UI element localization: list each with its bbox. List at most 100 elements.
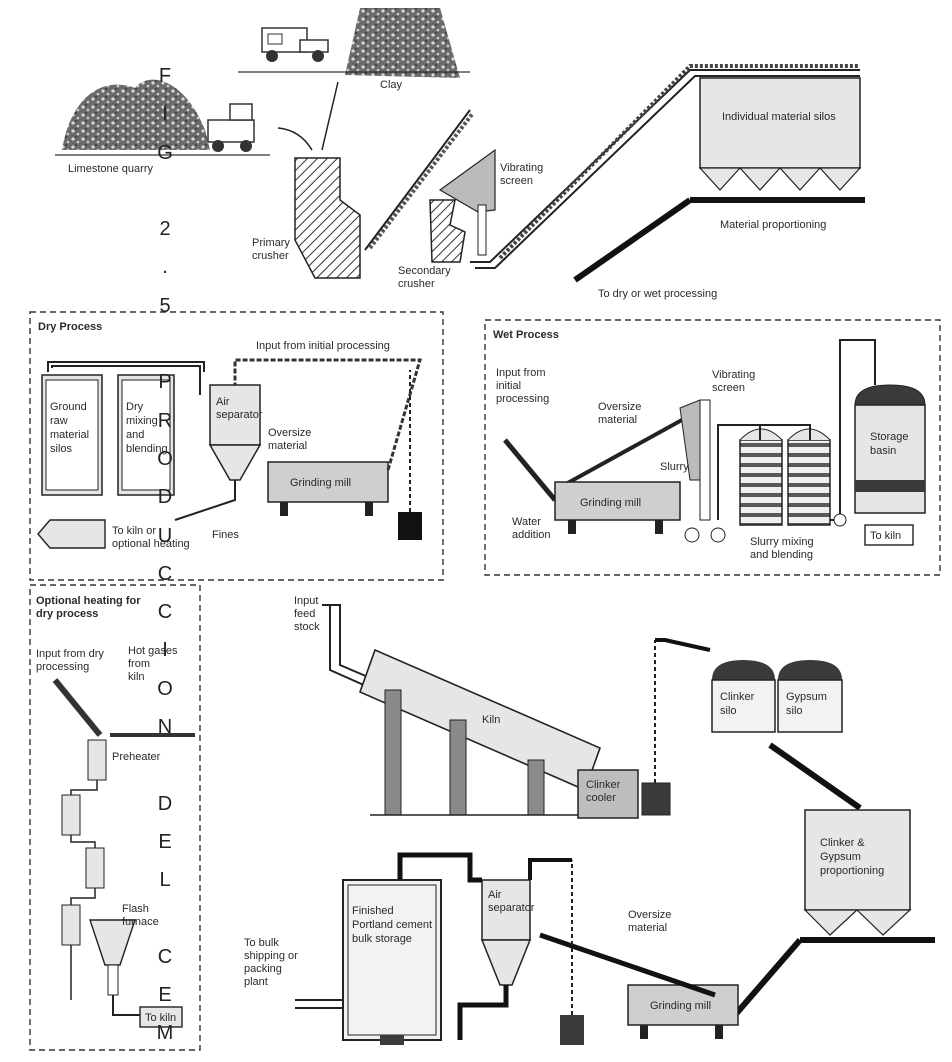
svg-text:stock: stock [294, 621, 320, 633]
title-letter: 5 [159, 294, 171, 317]
finish-oversize-label: Oversize [628, 909, 671, 921]
wet-process-title: Wet Process [493, 329, 559, 341]
optional-heating-panel: Optional heating for dry process Input f… [29, 584, 201, 1051]
ground-raw-material-silos: Ground raw material silos [41, 374, 103, 496]
preheater-label: Preheater [112, 751, 161, 763]
title-letter: I [162, 639, 168, 662]
svg-text:blending: blending [126, 443, 168, 455]
finish-air-separator: Air separator [480, 879, 535, 986]
finish-grinding-mill: Grinding mill [627, 984, 739, 1039]
svg-text:bulk storage: bulk storage [352, 933, 412, 945]
wet-vibrating-screen-label: Vibrating [712, 369, 755, 381]
hot-gases-label: Hot gases [128, 645, 178, 657]
svg-text:and: and [126, 429, 144, 441]
title-letter: D [157, 792, 173, 815]
dry-grinding-mill: Grinding mill [267, 461, 389, 516]
finish-motor [560, 1015, 584, 1045]
wet-to-kiln-box [864, 524, 914, 546]
svg-text:silos: silos [50, 443, 73, 455]
wet-process-panel: Wet Process Input from initial processin… [484, 319, 941, 576]
svg-text:Air: Air [488, 889, 502, 901]
svg-text:Grinding mill: Grinding mill [290, 477, 351, 489]
preheater-cyclones [61, 739, 107, 1000]
vibrating-screen-label: Vibrating [500, 162, 543, 174]
svg-text:proportioning: proportioning [820, 865, 884, 877]
primary-crusher [294, 157, 361, 279]
svg-text:Individual material silos: Individual material silos [722, 111, 836, 123]
svg-text:cooler: cooler [586, 792, 616, 804]
svg-text:Clinker: Clinker [586, 779, 621, 791]
title-letter [150, 755, 180, 793]
svg-text:Portland cement: Portland cement [352, 919, 432, 931]
wet-to-kiln-label: To kiln [870, 530, 901, 542]
svg-text:silo: silo [720, 705, 737, 717]
dry-process-panel: Dry Process Input from initial processin… [29, 311, 444, 581]
title-letter: C [157, 562, 173, 585]
svg-text:basin: basin [870, 445, 896, 457]
svg-text:addition: addition [512, 529, 551, 541]
kiln-section: Input feed stock Kiln Clinker cooler Cli… [294, 595, 912, 936]
heating-title: Optional heating for [36, 595, 141, 607]
svg-text:Grinding mill: Grinding mill [580, 497, 641, 509]
svg-text:processing: processing [496, 393, 549, 405]
clinker-cooler: Clinker cooler [577, 769, 639, 819]
svg-text:Kiln: Kiln [482, 714, 500, 726]
svg-text:shipping or: shipping or [244, 950, 298, 962]
input-feed-label: Input [294, 595, 318, 607]
dry-oversize-label: Oversize [268, 427, 311, 439]
clinker-silo: Clinker silo [711, 660, 776, 733]
clinker-gypsum-proportioning: Clinker & Gypsum proportioning [803, 809, 912, 936]
title-letter: P [158, 371, 172, 394]
title-letter [150, 909, 180, 947]
svg-text:feed: feed [294, 608, 315, 620]
material-proportioning-label: Material proportioning [720, 219, 826, 231]
to-bulk-label: To bulk [244, 937, 279, 949]
title-letter: R [157, 409, 173, 432]
slurry-mixing-tanks [739, 428, 831, 526]
svg-text:silo: silo [786, 705, 803, 717]
svg-text:mixing: mixing [126, 415, 158, 427]
limestone-quarry-label: Limestone quarry [68, 163, 153, 175]
individual-material-silos: Individual material silos [698, 77, 862, 191]
svg-text:material: material [598, 414, 637, 426]
svg-text:Dry: Dry [126, 401, 144, 413]
svg-text:screen: screen [500, 175, 533, 187]
title-letter [150, 181, 180, 219]
svg-text:initial: initial [496, 380, 521, 392]
svg-text:packing: packing [244, 963, 282, 975]
svg-text:material: material [50, 429, 89, 441]
title-letter: E [158, 984, 172, 1007]
flash-furnace-label: Flash [122, 903, 149, 915]
svg-text:dry process: dry process [36, 608, 98, 620]
limestone-pile [62, 79, 210, 150]
title-letter: M [156, 1022, 174, 1045]
heating-input-label: Input from dry [36, 648, 104, 660]
svg-text:material: material [628, 922, 667, 934]
gypsum-silo: Gypsum silo [777, 660, 843, 733]
slurry-label: Slurry [660, 461, 689, 473]
svg-text:Gypsum: Gypsum [786, 691, 827, 703]
dry-input-label: Input from initial processing [256, 340, 390, 352]
dry-motor [398, 512, 422, 540]
dry-to-kiln-label: To kiln or [112, 525, 156, 537]
svg-text:optional heating: optional heating [112, 538, 190, 550]
title-letter: U [157, 524, 173, 547]
loader-icon [207, 103, 255, 152]
svg-text:from: from [128, 658, 150, 670]
svg-text:Air: Air [216, 396, 230, 408]
fines-label: Fines [212, 529, 239, 541]
title-letter: E [158, 830, 172, 853]
title-letter: 2 [159, 218, 171, 241]
initial-processing: Clay Limestone quarry Primary crusher Se… [55, 8, 865, 300]
svg-text:Ground: Ground [50, 401, 87, 413]
svg-text:Finished: Finished [352, 905, 394, 917]
storage-basin: Storage basin [854, 384, 926, 514]
flash-furnace [89, 919, 136, 996]
title-letter: O [157, 447, 173, 470]
svg-text:and blending: and blending [750, 549, 813, 561]
title-letter: L [159, 869, 171, 892]
svg-text:Grinding mill: Grinding mill [650, 1000, 711, 1012]
dry-air-separator: Air separator [208, 384, 263, 481]
title-letter: . [162, 256, 168, 279]
